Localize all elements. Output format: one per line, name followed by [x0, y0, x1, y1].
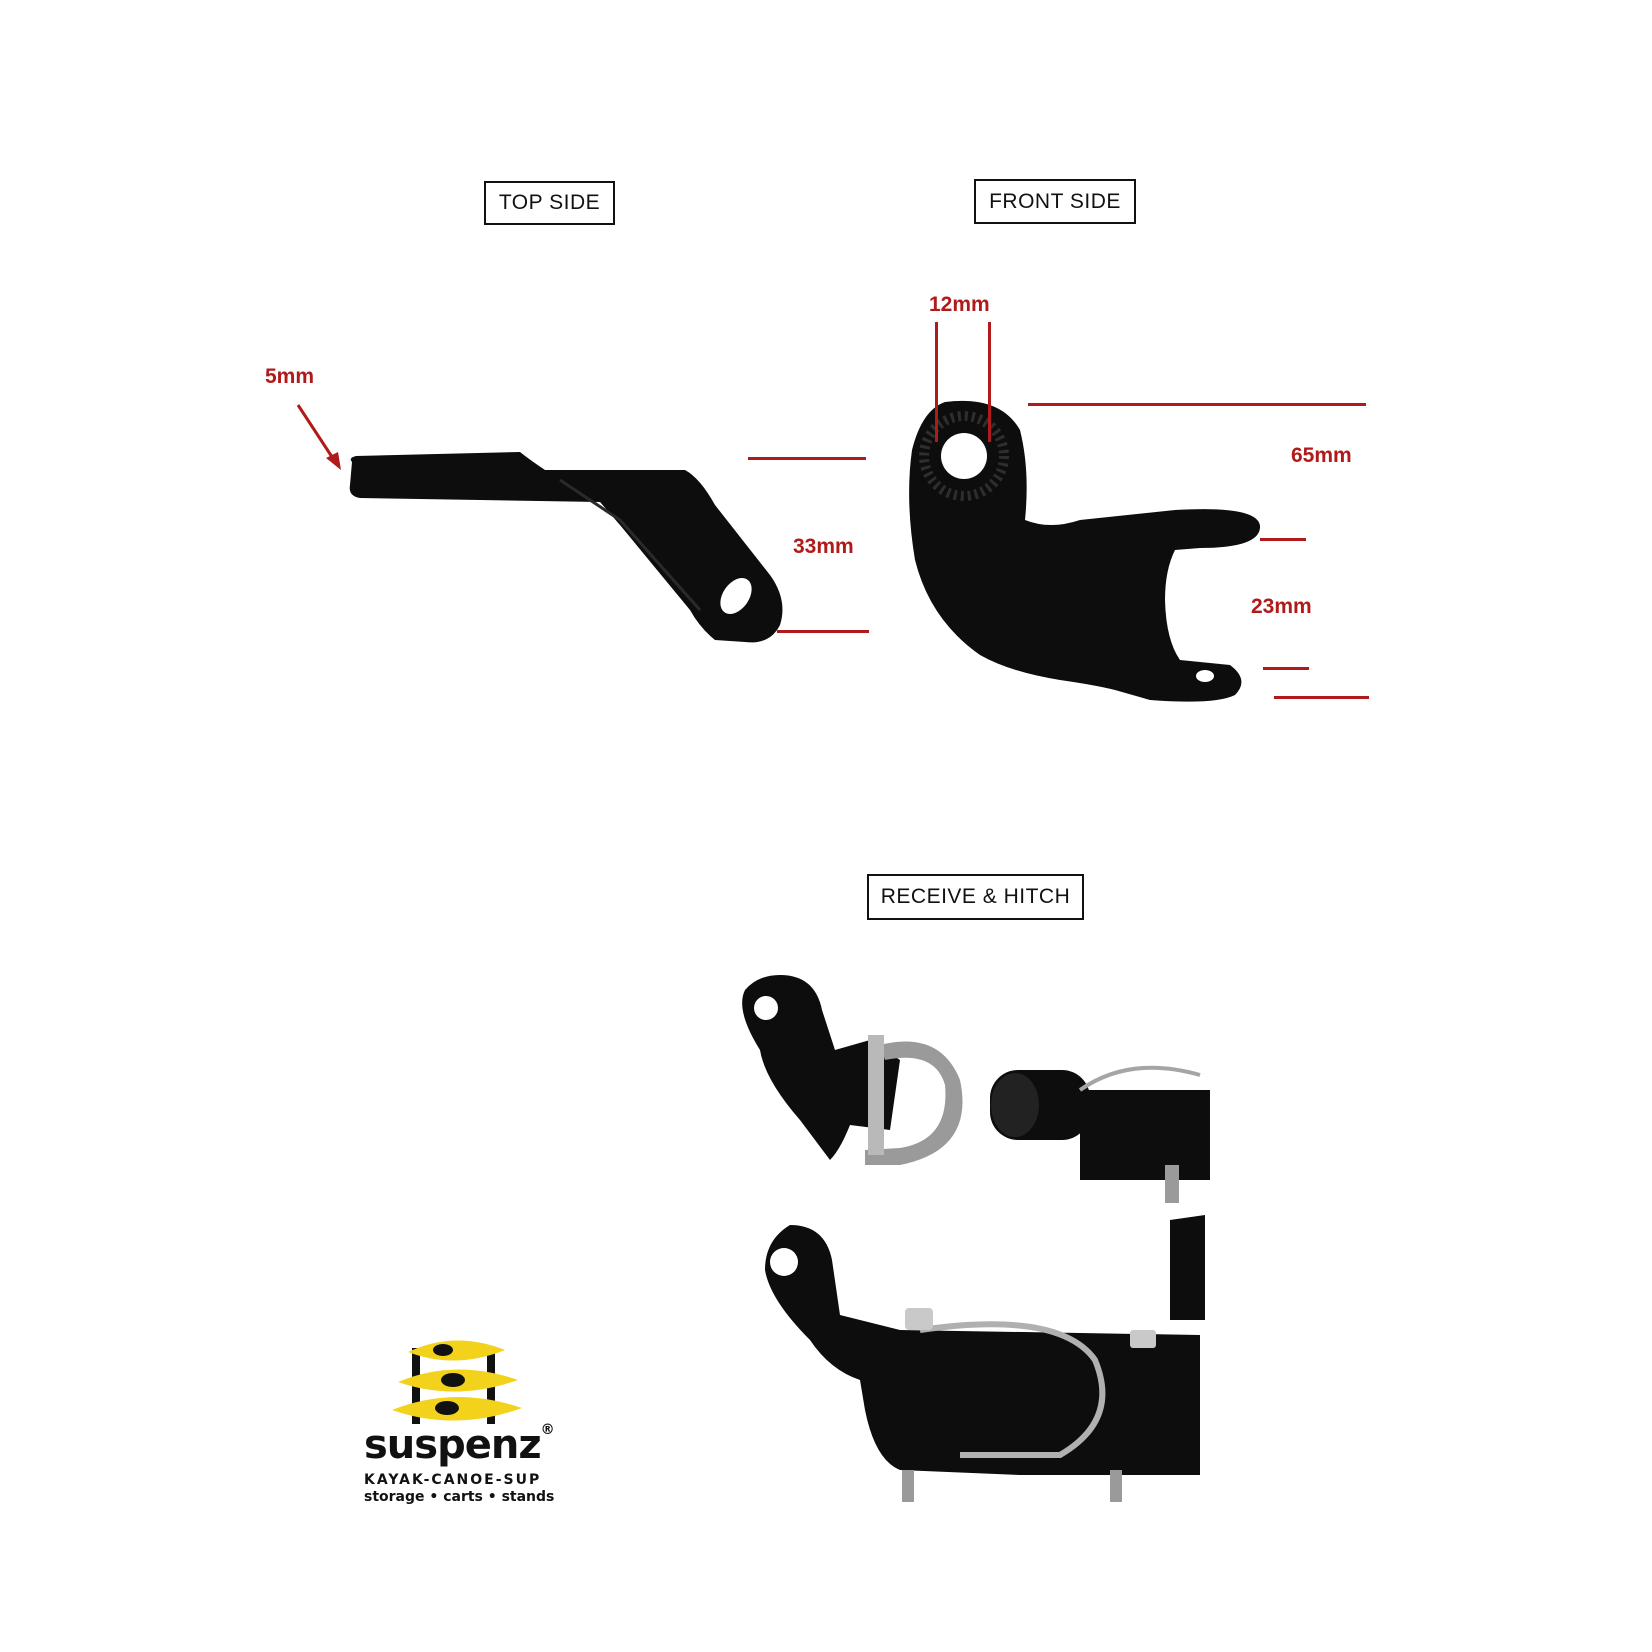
- front-side-label-text: FRONT SIDE: [989, 189, 1121, 213]
- dim-line-hole-left: [935, 322, 938, 442]
- logo-registered-mark: ®: [540, 1422, 555, 1438]
- dim-hole: 12mm: [929, 293, 990, 316]
- dim-line-top-lower: [777, 630, 869, 633]
- dim-length: 65mm: [1291, 444, 1352, 467]
- hitch-lower-assembly: [765, 1215, 1205, 1502]
- logo-tagline-1: KAYAK-CANOE-SUP: [364, 1472, 542, 1488]
- dim-line-hole-right: [988, 322, 991, 442]
- logo-tagline-2: storage • carts • stands: [364, 1489, 555, 1505]
- top-side-label: TOP SIDE: [484, 181, 615, 225]
- dim-gap: 23mm: [1251, 595, 1312, 618]
- dim-line-length-lower: [1274, 696, 1369, 699]
- dim-line-gap-upper: [1260, 538, 1306, 541]
- dim-line-length: [1028, 403, 1366, 406]
- dim-height-top: 33mm: [793, 535, 854, 558]
- dim-line-top-upper: [748, 457, 866, 460]
- dim-thickness: 5mm: [265, 365, 315, 388]
- logo-brand: suspenz®: [364, 1422, 555, 1468]
- suspenz-logo-graphic: [392, 1340, 522, 1424]
- logo-brand-text: suspenz: [364, 1422, 542, 1468]
- receive-hitch-label: RECEIVE & HITCH: [867, 874, 1084, 920]
- front-side-bracket: [909, 400, 1261, 702]
- top-side-bracket: [349, 452, 783, 643]
- front-side-label: FRONT SIDE: [974, 179, 1136, 224]
- thickness-arrow: [296, 404, 341, 470]
- dim-line-gap-lower: [1263, 667, 1309, 670]
- receive-hitch-label-text: RECEIVE & HITCH: [880, 885, 1071, 908]
- hitch-upper-assembly: [742, 975, 1210, 1203]
- top-side-label-text: TOP SIDE: [498, 191, 601, 214]
